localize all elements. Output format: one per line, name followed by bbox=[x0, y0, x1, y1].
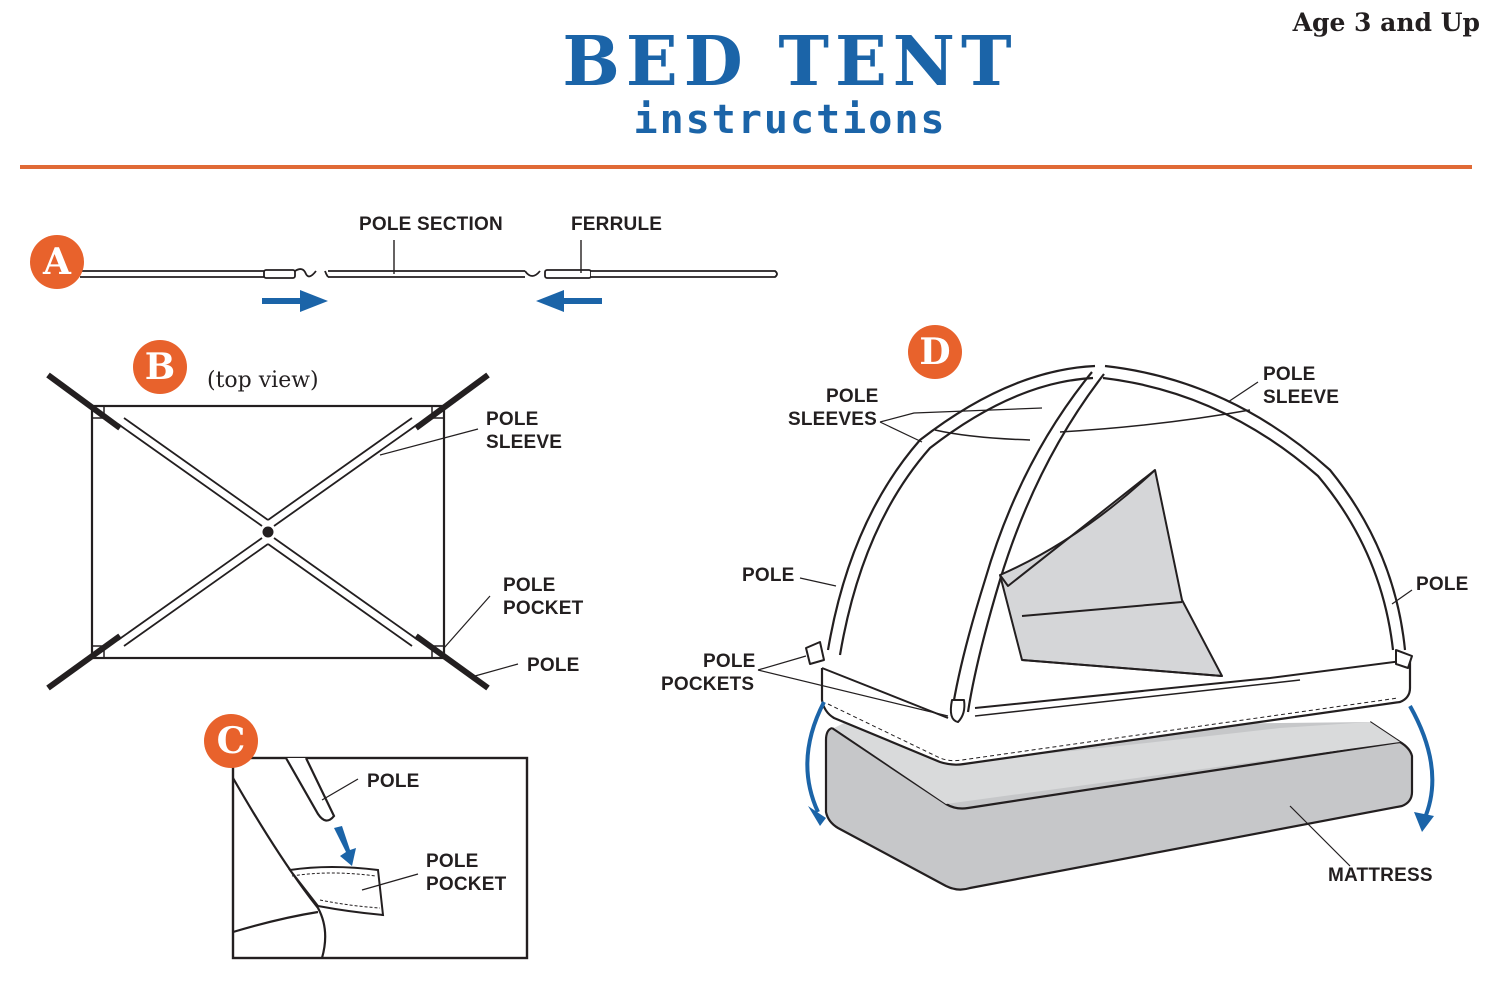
d-pole-sleeves-label-line1: POLE bbox=[826, 386, 879, 407]
top-view-caption: (top view) bbox=[207, 368, 319, 393]
step-a-arrows bbox=[262, 290, 602, 312]
d-pole-right-label: POLE bbox=[1416, 574, 1469, 595]
d-pole-sleeve-label-line2: SLEEVE bbox=[1263, 387, 1340, 408]
b-pole-pocket-label-line2: POCKET bbox=[503, 598, 584, 619]
page-subtitle: instructions bbox=[633, 97, 947, 143]
mattress-label: MATTRESS bbox=[1328, 865, 1433, 886]
step-c-badge: C bbox=[204, 714, 258, 768]
page-title: BED TENT bbox=[562, 22, 1018, 102]
step-a-badge: A bbox=[30, 235, 84, 289]
header-divider bbox=[20, 165, 1472, 169]
step-c-detail-diagram bbox=[231, 756, 529, 960]
step-d-flip-arrows bbox=[805, 701, 1435, 821]
b-pole-pocket-label-line1: POLE bbox=[503, 575, 556, 596]
age-note: Age 3 and Up bbox=[1292, 8, 1480, 37]
d-pole-sleeves-label-line2: SLEEVES bbox=[788, 409, 878, 430]
step-d-badge: D bbox=[908, 325, 962, 379]
b-pole-label: POLE bbox=[527, 655, 580, 676]
pole-section-label: POLE SECTION bbox=[359, 214, 503, 235]
ferrule-label: FERRULE bbox=[571, 214, 663, 235]
b-pole-sleeve-label-line2: SLEEVE bbox=[486, 432, 563, 453]
step-a-pole-diagram bbox=[80, 240, 778, 279]
d-pole-left-label: POLE bbox=[742, 565, 795, 586]
c-pole-pocket-label-line1: POLE bbox=[426, 851, 479, 872]
c-pole-label: POLE bbox=[367, 771, 420, 792]
step-b-badge: B bbox=[133, 340, 187, 394]
step-c-arrow bbox=[334, 826, 356, 866]
step-b-top-view-diagram bbox=[46, 372, 519, 691]
d-pole-pockets-label-line2: POCKETS bbox=[661, 674, 755, 695]
c-pole-pocket-label-line2: POCKET bbox=[426, 874, 507, 895]
d-pole-sleeve-label-line1: POLE bbox=[1263, 364, 1316, 385]
step-d-tent-diagram bbox=[757, 364, 1414, 891]
d-pole-pockets-label-line1: POLE bbox=[703, 651, 756, 672]
b-pole-sleeve-label-line1: POLE bbox=[486, 409, 539, 430]
